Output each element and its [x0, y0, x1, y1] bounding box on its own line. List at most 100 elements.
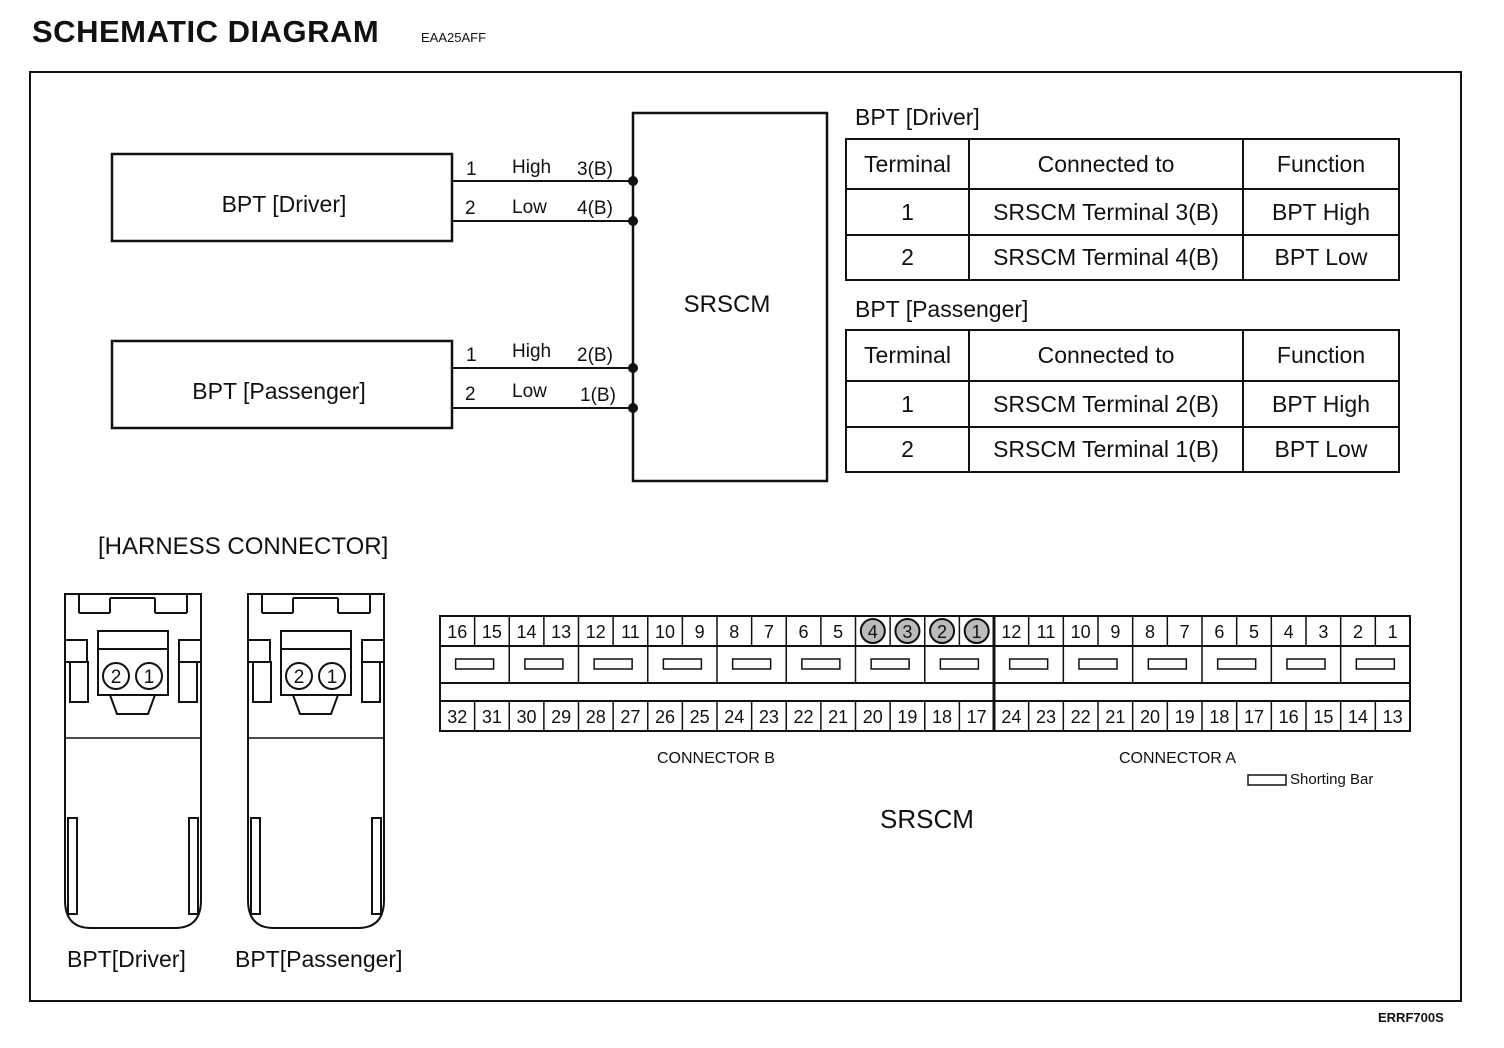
wire-pin-label: 1 [466, 345, 477, 366]
connector-pin-label: 1 [972, 622, 982, 642]
table-cell: SRSCM Terminal 1(B) [968, 426, 1244, 473]
shorting-bar [1216, 658, 1257, 670]
diagram-frame [29, 71, 1462, 1002]
plug-pin-label: 2 [111, 667, 122, 688]
connector-a-label: CONNECTOR A [1119, 750, 1237, 767]
wire-signal-label: High [512, 341, 551, 362]
plug-label-driver: BPT[Driver] [67, 946, 186, 972]
bpt-passenger-plug [247, 593, 385, 929]
connector-pin-label: 9 [695, 622, 705, 642]
wire-pin-label: 2 [465, 198, 476, 219]
connector-pin-label: 14 [1348, 707, 1368, 727]
connector-pin-label: 14 [517, 622, 537, 642]
srscm-connector-title: SRSCM [880, 804, 974, 834]
connector-pin-label: 17 [1244, 707, 1264, 727]
connector-pin-label: 13 [1383, 707, 1403, 727]
shorting-bar [731, 658, 772, 670]
table-cell: 2 [845, 234, 970, 281]
wire-junction-dot [628, 216, 638, 226]
connector-pin-label: 26 [655, 707, 675, 727]
connector-pin-label: 28 [586, 707, 606, 727]
bpt-passenger-box-label: BPT [Passenger] [192, 378, 365, 404]
connector-pin-label: 11 [1037, 622, 1056, 642]
blanked-pin-marker [963, 618, 990, 644]
bpt-driver-plug-pins: 2 1 [102, 662, 163, 690]
connector-pin-label: 22 [794, 707, 814, 727]
shorting-bar [1147, 658, 1188, 670]
bpt-passenger-plug-pins: 2 1 [285, 662, 346, 690]
connector-pin-label: 23 [759, 707, 779, 727]
shorting-bar-legend-label: Shorting Bar [1290, 771, 1374, 788]
wire-terminal-label: 1(B) [580, 385, 616, 406]
connector-pin-label: 23 [1036, 707, 1056, 727]
shorting-bar [1286, 658, 1326, 670]
connector-pin-label: 27 [620, 707, 640, 727]
connector-pin-label: 12 [1001, 622, 1021, 642]
connector-pin-label: 32 [447, 707, 467, 727]
connector-pin-label: 31 [482, 707, 502, 727]
connector-pin-label: 1 [1388, 622, 1398, 642]
connector-pin-label: 7 [764, 622, 774, 642]
connector-pin-label: 5 [833, 622, 843, 642]
connector-pin-label: 20 [863, 707, 883, 727]
page-code: EAA25AFF [421, 30, 487, 45]
connector-pin-label: 6 [1214, 622, 1224, 642]
bpt-driver-box-label: BPT [Driver] [222, 191, 347, 217]
plug-label-passenger: BPT[Passenger] [235, 946, 403, 972]
table-header: Connected to [968, 138, 1244, 190]
shorting-bar [1008, 658, 1049, 670]
table-row: 1 SRSCM Terminal 3(B) BPT High [845, 188, 1400, 236]
bpt-driver-box [110, 152, 454, 243]
connector-pin-label: 2 [1353, 622, 1363, 642]
table-row: 2 SRSCM Terminal 1(B) BPT Low [845, 426, 1400, 473]
table-cell: BPT Low [1242, 426, 1400, 473]
connector-pin-label: 19 [1175, 707, 1195, 727]
figure-code: ERRF700S [1378, 1010, 1444, 1025]
shorting-bar [1078, 658, 1118, 670]
table-header: Connected to [968, 329, 1244, 382]
connector-pin-label: 24 [724, 707, 744, 727]
shorting-bar [524, 658, 564, 670]
shorting-bar-legend-icon [1247, 774, 1287, 786]
connector-pin-label: 6 [799, 622, 809, 642]
wire-signal-label: Low [512, 381, 547, 402]
table-header: Terminal [845, 329, 970, 382]
connector-pin-label: 29 [551, 707, 571, 727]
plug-pin-label: 1 [327, 667, 338, 688]
table-cell: BPT Low [1242, 234, 1400, 281]
connector-pin-label: 8 [729, 622, 739, 642]
connector-pin-label: 12 [586, 622, 606, 642]
page-title: SCHEMATIC DIAGRAM [32, 14, 380, 49]
connector-pin-label: 21 [1105, 707, 1125, 727]
shorting-bar [1355, 658, 1396, 670]
plug-pin-label: 2 [294, 667, 305, 688]
connector-pin-label: 9 [1110, 622, 1120, 642]
table-title-passenger: BPT [Passenger] [855, 296, 1029, 322]
connector-pin-label: 5 [1249, 622, 1259, 642]
connector-pin-label: 30 [517, 707, 537, 727]
table-cell: SRSCM Terminal 3(B) [968, 188, 1244, 236]
connector-pin-label: 19 [897, 707, 917, 727]
table-row: 2 SRSCM Terminal 4(B) BPT Low [845, 234, 1400, 281]
connector-pin-label: 3 [902, 622, 912, 642]
table-row: 1 SRSCM Terminal 2(B) BPT High [845, 380, 1400, 428]
table-cell: 1 [845, 188, 970, 236]
srscm-box-label: SRSCM [684, 291, 771, 318]
connector-pin-label: 18 [1209, 707, 1229, 727]
connector-pin-label: 15 [1313, 707, 1333, 727]
table-cell: SRSCM Terminal 2(B) [968, 380, 1244, 428]
connector-pin-label: 4 [1284, 622, 1294, 642]
connector-pin-label: 24 [1001, 707, 1021, 727]
wire-junction-dot [628, 403, 638, 413]
connector-pin-label: 2 [937, 622, 947, 642]
wire-pin-label: 1 [466, 159, 477, 180]
connector-pin-label: 3 [1318, 622, 1328, 642]
connector-pin-label: 10 [1071, 622, 1091, 642]
shorting-bar [870, 658, 910, 670]
wire-terminal-label: 4(B) [577, 198, 613, 219]
connector-pin-label: 11 [621, 622, 640, 642]
table-header: Function [1242, 138, 1400, 190]
wire-junction-dot [628, 363, 638, 373]
table-cell: BPT High [1242, 380, 1400, 428]
